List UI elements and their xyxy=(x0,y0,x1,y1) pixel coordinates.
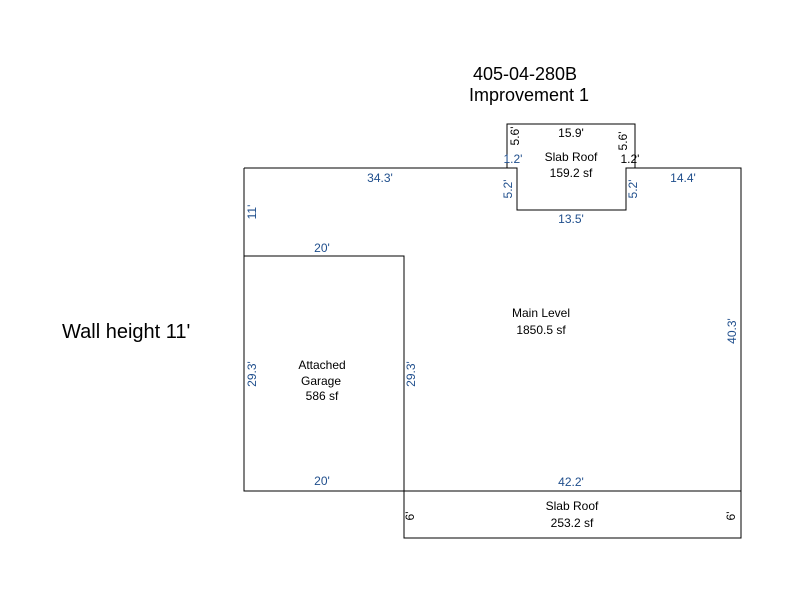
garage-outline xyxy=(243,255,405,492)
dim-main-top-right: 14.4' xyxy=(670,171,696,185)
improvement-label: Improvement 1 xyxy=(469,85,589,105)
dim-slab-top-right-side: 5.6' xyxy=(616,132,630,151)
dim-main-top-left: 34.3' xyxy=(367,171,393,185)
dim-main-left-upper: 11' xyxy=(245,205,259,220)
garage-area: 586 sf xyxy=(306,389,339,403)
dim-slab-top-right-step: 1.2' xyxy=(621,152,640,166)
dim-slab-top-width: 15.9' xyxy=(558,126,584,140)
dim-slab-bottom-right: 6' xyxy=(724,512,738,521)
main-level-outline xyxy=(243,167,742,492)
wall-height-note: Wall height 11' xyxy=(62,321,190,343)
main-level-name: Main Level xyxy=(512,306,570,320)
dim-slab-top-bottom: 13.5' xyxy=(558,212,584,226)
slab-roof-top-outline xyxy=(506,123,636,169)
dim-garage-top: 20' xyxy=(314,241,330,255)
dim-garage-bottom: 20' xyxy=(314,474,330,488)
dim-garage-right: 29.3' xyxy=(404,361,418,387)
dim-main-right: 40.3' xyxy=(725,318,739,344)
slab-roof-top-name: Slab Roof xyxy=(545,150,598,164)
garage-name-line1: Attached xyxy=(298,358,345,372)
slab-roof-bottom-outline xyxy=(403,490,742,539)
slab-roof-bottom-area: 253.2 sf xyxy=(551,516,594,530)
dim-slab-top-left-lower: 5.2' xyxy=(501,180,515,199)
dim-slab-top-left-step: 1.2' xyxy=(504,152,523,166)
slab-roof-top-area: 159.2 sf xyxy=(550,166,593,180)
dim-garage-left: 29.3' xyxy=(245,361,259,387)
garage-name-line2: Garage xyxy=(301,374,341,388)
dim-slab-top-right-lower: 5.2' xyxy=(626,180,640,199)
main-level-area: 1850.5 sf xyxy=(516,323,566,337)
dim-slab-top-left-side: 5.6' xyxy=(508,127,522,146)
dim-main-bottom: 42.2' xyxy=(558,475,584,489)
slab-roof-bottom-name: Slab Roof xyxy=(546,499,599,513)
parcel-id: 405-04-280B xyxy=(473,64,577,84)
dim-slab-bottom-left: 6' xyxy=(403,512,417,521)
